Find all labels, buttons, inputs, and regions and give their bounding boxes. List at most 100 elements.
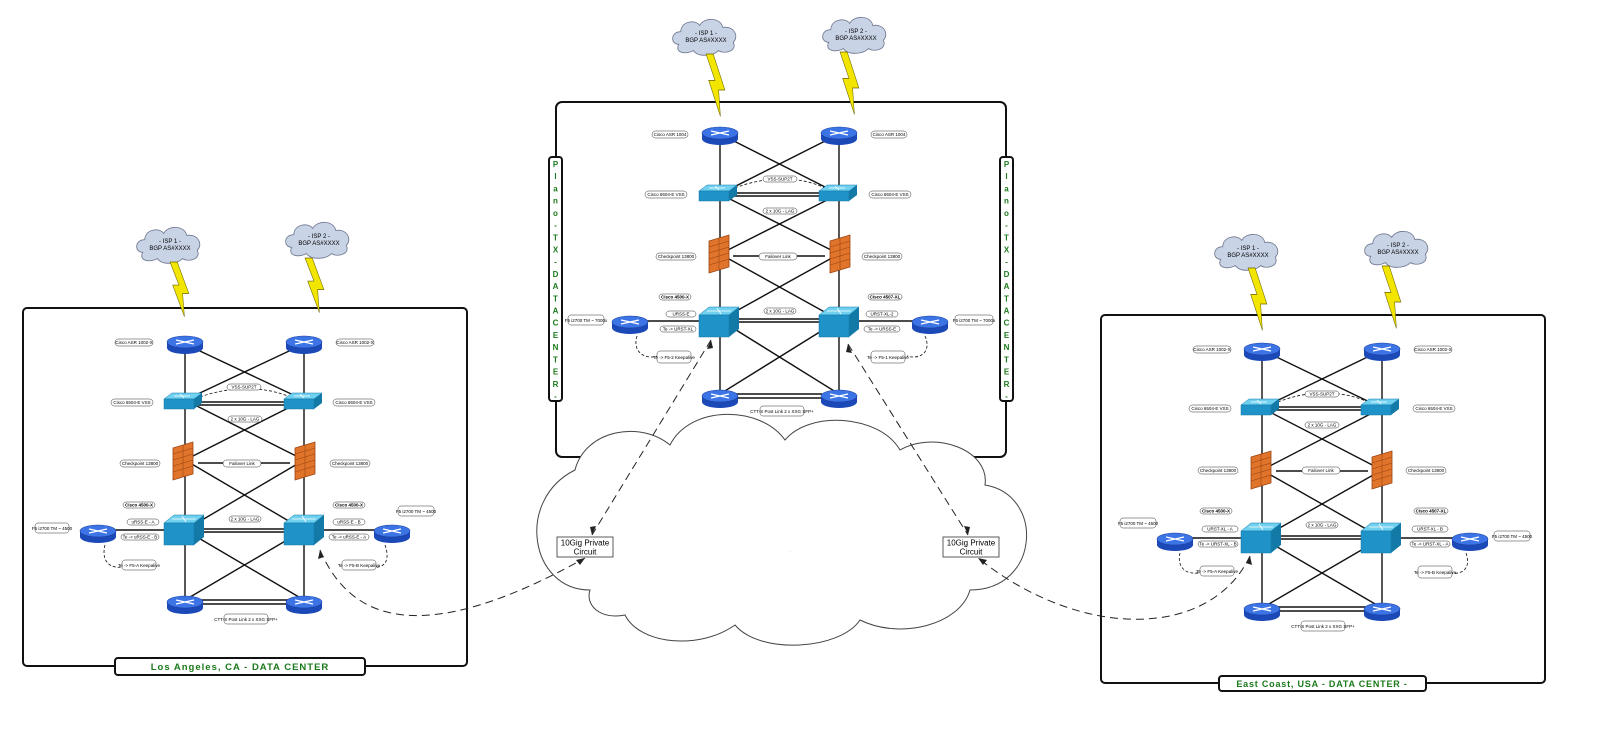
- plano-title-char: R: [1004, 380, 1010, 389]
- la-isp2-lightning-icon: [304, 257, 325, 313]
- east-agg-a-label: Cisco 4500-X: [1202, 509, 1230, 514]
- plano-title-char: P: [553, 160, 559, 169]
- plano-vss-lag-label: 2 x 10G - LAG: [766, 209, 795, 214]
- plano-title-char: n: [1004, 197, 1009, 206]
- la-edge-router-a-icon: [166, 595, 204, 615]
- east-fw-b-label: Checkpoint 13800: [1408, 468, 1445, 473]
- la-core-switch-b-icon: [283, 392, 323, 410]
- plano-vss-label: VSS-SUP2T: [767, 177, 792, 182]
- la-datacenter: - ISP 1 - BGP AS#XXXX - ISP 2 - BGP AS#X…: [22, 221, 468, 676]
- la-agg-b-label: Cisco 4500-X: [335, 503, 363, 508]
- east-isp2-label: - ISP 2 -: [1387, 243, 1409, 249]
- wan-links: [319, 339, 1251, 620]
- east-agg-switch-b-icon: [1360, 522, 1402, 554]
- plano-core-a-label: Cisco 6504-E VSS: [647, 192, 684, 197]
- east-agg-port-a2: Te -> URST-XL - B: [1199, 542, 1236, 547]
- wan-arrowheads: [318, 340, 1252, 565]
- east-edge-router-b-icon: [1363, 602, 1401, 622]
- plano-title-char: T: [553, 355, 558, 364]
- la-agg-switch-a-icon: [163, 514, 205, 546]
- plano-title-char: D: [1004, 270, 1010, 279]
- plano-agg-b-label: Cisco 4507-XL: [870, 295, 901, 300]
- la-fw-a-label: Checkpoint 13800: [122, 461, 159, 466]
- east-datacenter: - ISP 1 - BGP AS#XXXX - ISP 2 - BGP AS#X…: [1100, 230, 1546, 692]
- east-core-a-label: Cisco 6504-E VSS: [1191, 406, 1228, 411]
- east-agg-port-a1: URST-XL - A: [1207, 527, 1233, 532]
- plano-title-char: E: [1004, 331, 1010, 340]
- plano-f5-b-label: F5 i2700 TM ~ 7000x: [953, 318, 996, 323]
- plano-title-char: -: [554, 392, 557, 401]
- la-datacenter-title: Los Angeles, CA - DATA CENTER: [151, 662, 330, 673]
- plano-title-char: -: [1005, 392, 1008, 401]
- east-edge-router-a-icon: [1243, 602, 1281, 622]
- plano-title-char: T: [553, 233, 558, 242]
- plano-title-char: o: [1004, 209, 1009, 218]
- la-core-b-label: Cisco 6504-E VSS: [335, 400, 372, 405]
- plano-f5-b-icon: [911, 315, 949, 335]
- east-agg-port-b2: Te -> URST-XL - A: [1412, 542, 1449, 547]
- east-ka-b-label: Te -> F5-B Keepalive: [1414, 570, 1457, 575]
- la-edge-router-b-icon: [285, 595, 323, 615]
- east-ka-a-label: Te -> F5-A Keepalive: [1196, 569, 1238, 574]
- la-firewall-b-icon: [294, 441, 316, 481]
- la-firewall-a-icon: [172, 441, 194, 481]
- la-agg-lag-label: 2 x 10G - LAG: [231, 517, 260, 522]
- east-core-switch-b-icon: [1360, 398, 1400, 416]
- la-router-a-icon: [166, 335, 204, 355]
- east-router-b-icon: [1363, 342, 1401, 362]
- plano-firewall-a-icon: [708, 234, 730, 274]
- la-agg-port-b1: uRSS-E - B: [337, 520, 360, 525]
- east-router-a-icon: [1243, 342, 1281, 362]
- plano-title-char: T: [553, 294, 558, 303]
- east-isp1-lightning-icon: [1247, 267, 1268, 331]
- plano-title-char: T: [1004, 233, 1009, 242]
- la-core-a-label: Cisco 6504-E VSS: [113, 400, 150, 405]
- la-agg-port-a2: Te -> uRSS-E - B: [123, 535, 158, 540]
- plano-title-char: -: [1005, 258, 1008, 267]
- plano-title-char: T: [1004, 294, 1009, 303]
- la-router-a-label: Cisco ASR 1002-X: [115, 340, 152, 345]
- la-f5-a-icon: [79, 524, 117, 544]
- la-ka-b-label: Te -> F5-B Keepalive: [338, 563, 381, 568]
- plano-core-switch-a-icon: [698, 184, 738, 202]
- la-router-b-label: Cisco ASR 1002-X: [336, 340, 373, 345]
- la-isp1-label: - ISP 1 -: [159, 239, 181, 245]
- plano-firewall-b-icon: [829, 234, 851, 274]
- plano-edge-router-a-icon: [701, 389, 739, 409]
- plano-title-char: P: [1004, 160, 1010, 169]
- plano-title-char: -: [1005, 221, 1008, 230]
- east-f5-a-icon: [1156, 532, 1194, 552]
- plano-fw-a-label: Checkpoint 13800: [658, 254, 695, 259]
- la-isp2-label: - ISP 2 -: [308, 234, 330, 240]
- la-agg-port-b2: Te -> uRSS-E - A: [332, 535, 366, 540]
- plano-isp2-label: - ISP 2 -: [845, 29, 867, 35]
- east-vss-lag-label: 2 x 10G - LAG: [1308, 423, 1337, 428]
- plano-edge-router-b-icon: [820, 389, 858, 409]
- plano-f5-a-label: F5 i2700 TM ~ 7000x: [565, 318, 608, 323]
- la-ka-a-label: Te -> F5-A Keepalive: [118, 563, 160, 568]
- private-circuit-left: [556, 536, 614, 558]
- plano-title-char: l: [1005, 172, 1007, 181]
- east-vss-label: VSS-SUP2T: [1309, 392, 1334, 397]
- plano-agg-switch-a-icon: [698, 306, 740, 338]
- east-f5-a-label: F5 i2700 TM ~ 4500: [1118, 521, 1159, 526]
- plano-title-char: a: [1004, 184, 1009, 193]
- private-circuit-left-line2: Circuit: [574, 548, 597, 557]
- la-agg-switch-b-icon: [283, 514, 325, 546]
- plano-title-char: C: [553, 319, 559, 328]
- wan-cloud: . 10Gig Private Circuit 10Gig Private Ci…: [536, 413, 1027, 646]
- east-core-switch-a-icon: [1240, 398, 1280, 416]
- east-isp2-lightning-icon: [1381, 265, 1402, 329]
- plano-datacenter-frame: [555, 101, 1007, 458]
- la-datacenter-frame: [22, 307, 468, 667]
- la-bottom-link-label: CTT-S Post Link 2 x XXG SFP+: [214, 617, 278, 622]
- plano-router-a-label: Cisco ASR 1004: [654, 132, 687, 137]
- plano-agg-port-b1: URST-XL-2: [870, 312, 894, 317]
- private-circuit-right-line1: 10Gig Private: [947, 539, 996, 548]
- plano-title-char: C: [1004, 319, 1010, 328]
- east-core-b-label: Cisco 6504-E VSS: [1415, 406, 1452, 411]
- la-isp1-bgp: BGP AS#XXXX: [149, 246, 190, 252]
- plano-title-char: T: [1004, 355, 1009, 364]
